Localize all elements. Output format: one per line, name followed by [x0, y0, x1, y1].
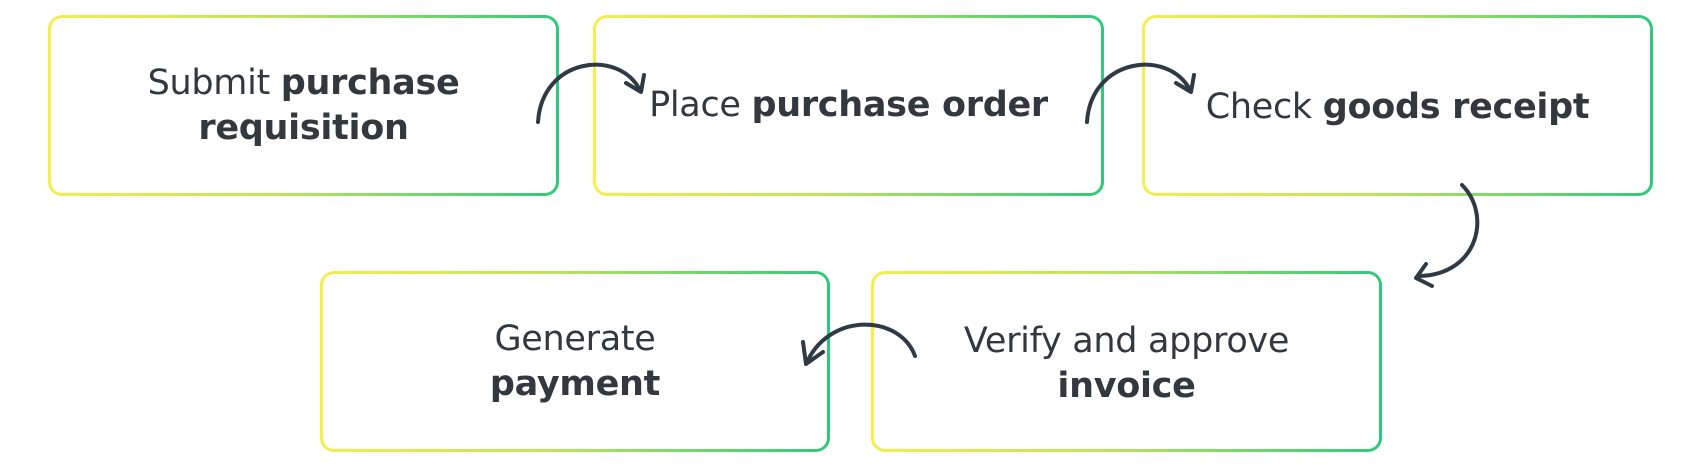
- step-label: Check goods receipt: [1205, 87, 1590, 127]
- step-label: Generate payment: [489, 318, 661, 404]
- step-label: Submit purchase requisition: [147, 62, 460, 148]
- arrow-icon: [1414, 183, 1480, 288]
- step-generate-payment: Generate payment: [320, 271, 830, 452]
- step-check-goods-receipt: Check goods receipt: [1142, 15, 1653, 196]
- step-place-purchase-order: Place purchase order: [593, 15, 1104, 196]
- step-label: Verify and approve invoice: [963, 320, 1290, 406]
- step-label: Place purchase order: [649, 85, 1048, 125]
- step-submit-purchase-requisition: Submit purchase requisition: [48, 15, 559, 196]
- step-verify-approve-invoice: Verify and approve invoice: [871, 271, 1382, 452]
